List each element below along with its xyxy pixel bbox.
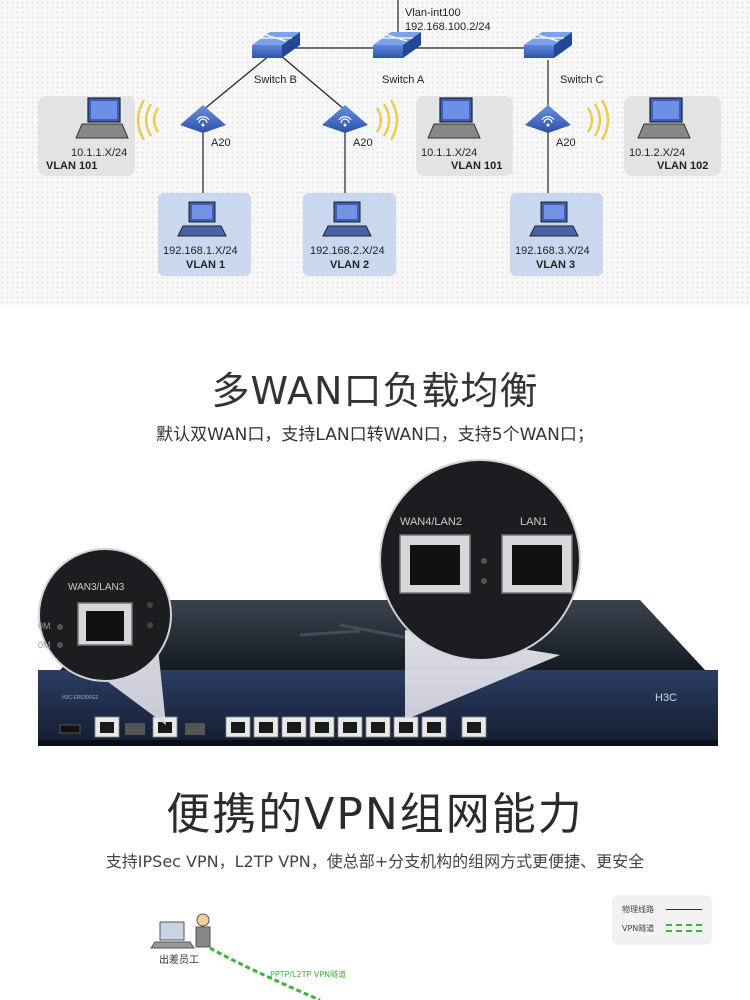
sfp-slots <box>125 723 205 735</box>
wan-section-title: 多WAN口负载均衡 <box>211 369 539 413</box>
access-point-icon-2 <box>322 105 368 133</box>
uplink-vlan-label: Vlan-int100 <box>405 7 461 19</box>
desktop-icon-3 <box>529 201 579 237</box>
vpn-section-title: 便携的VPN组网能力 <box>166 789 584 840</box>
legend-physical-line <box>666 909 702 910</box>
wan-section-subtitle: 默认双WAN口，支持LAN口转WAN口，支持5个WAN口； <box>156 425 594 445</box>
vpn-tunnel-line <box>209 946 321 1000</box>
zoom-circle-right <box>379 459 581 661</box>
desktop-vlan-3: VLAN 3 <box>536 259 576 271</box>
ap-label-3: A20 <box>556 137 576 149</box>
switch-b-icon <box>252 32 300 58</box>
switch-c-label: Switch C <box>560 74 604 86</box>
zoom-left-led-label-1: 0M <box>38 621 51 631</box>
traveling-employee-icon <box>150 913 211 949</box>
zoom-left-led-label-2: 0M <box>38 640 51 650</box>
router-graphic <box>38 459 718 746</box>
vpn-section-subtitle: 支持IPSec VPN，L2TP VPN，使总部+分支机构的组网方式更便捷、更安… <box>105 852 645 871</box>
wifi-signal-icon-1 <box>136 99 160 141</box>
desktop-ip-3: 192.168.3.X/24 <box>515 245 590 257</box>
topology-links <box>202 0 549 198</box>
laptop-vlan-2: VLAN 101 <box>451 160 503 172</box>
zoom-left-port-label: WAN3/LAN3 <box>68 582 125 593</box>
router-model-text: H3C ER6300G2 <box>62 695 99 701</box>
legend-vpn-line-1 <box>666 924 702 926</box>
wifi-signal-icon-3 <box>586 99 610 141</box>
access-point-icon-3 <box>525 105 571 133</box>
laptop-icon-3 <box>637 97 691 139</box>
legend-vpn-label: VPN隧道 <box>622 924 655 933</box>
laptop-ip-1: 10.1.1.X/24 <box>71 147 128 159</box>
access-point-icon-1 <box>180 105 226 133</box>
desktop-vlan-2: VLAN 2 <box>330 259 370 271</box>
laptop-ip-2: 10.1.1.X/24 <box>421 147 478 159</box>
vpn-diagram-graphics <box>150 913 321 1000</box>
desktop-icon-1 <box>177 201 227 237</box>
employee-label: 出差员工 <box>159 955 199 966</box>
switch-a-icon <box>373 32 421 58</box>
ap-label-2: A20 <box>353 137 373 149</box>
desktop-icon-2 <box>322 201 372 237</box>
desktop-ip-2: 192.168.2.X/24 <box>310 245 385 257</box>
laptop-ip-3: 10.1.2.X/24 <box>629 147 686 159</box>
uplink-ip-label: 192.168.100.2/24 <box>405 21 491 33</box>
vpn-tunnel-label: PPTP/L2TP VPN隧道 <box>270 970 347 979</box>
legend: 物理线路 VPN隧道 <box>614 897 710 943</box>
zoom-circle-left <box>38 548 172 682</box>
switch-a-label: Switch A <box>382 74 425 86</box>
desktop-vlan-1: VLAN 1 <box>186 259 226 271</box>
router-product-image: WAN3/LAN3 0M 0M WAN4/LAN2 LAN1 H3C H3C E… <box>0 455 750 765</box>
desktop-ip-1: 192.168.1.X/24 <box>163 245 238 257</box>
laptop-icon-1 <box>75 97 129 139</box>
laptop-vlan-3: VLAN 102 <box>657 160 709 172</box>
topology-graphics <box>38 0 721 276</box>
legend-vpn-line-2 <box>666 930 702 932</box>
laptop-vlan-1: VLAN 101 <box>46 160 98 172</box>
zoom-right-port-label-1: WAN4/LAN2 <box>400 516 462 528</box>
wifi-signal-icon-2 <box>375 99 399 141</box>
zoom-right-port-label-2: LAN1 <box>520 516 548 528</box>
port-holes <box>100 722 481 733</box>
router-brand-logo: H3C <box>655 692 678 704</box>
usb-port-icon <box>59 724 81 734</box>
legend-physical-label: 物理线路 <box>622 905 654 914</box>
switch-c-icon <box>524 32 572 58</box>
switch-b-label: Switch B <box>254 74 297 86</box>
ap-label-1: A20 <box>211 137 231 149</box>
network-topology-diagram: Vlan-int100 192.168.100.2/24 Switch B Sw… <box>0 0 750 305</box>
laptop-icon-2 <box>427 97 481 139</box>
